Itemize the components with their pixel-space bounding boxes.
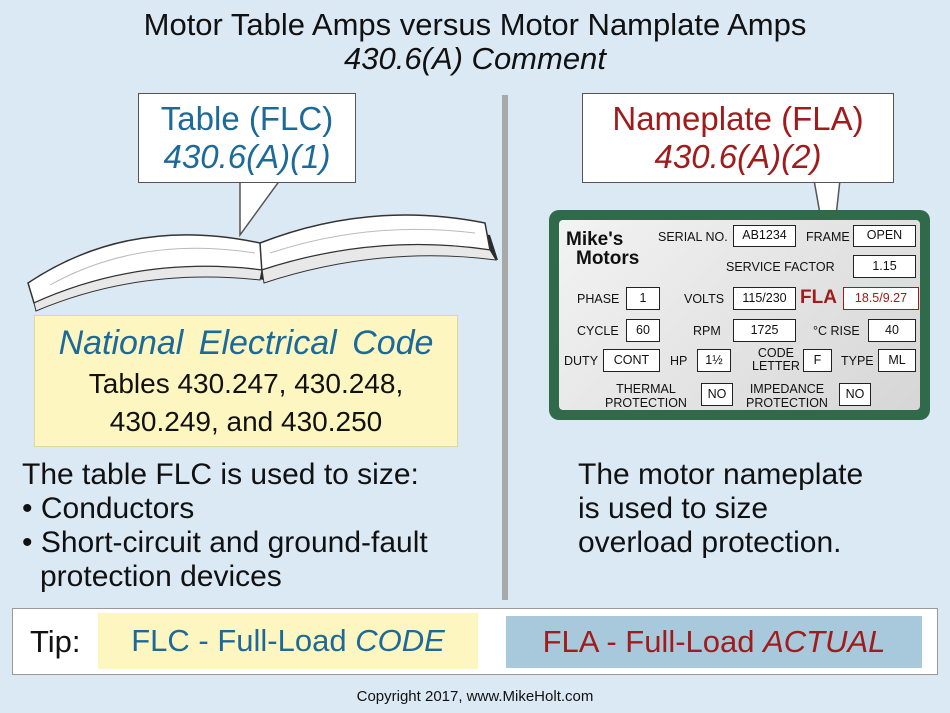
tip-label: Tip:: [30, 624, 81, 659]
title-line2: 430.6(A) Comment: [344, 41, 606, 76]
center-divider: [502, 95, 508, 600]
nec-heading: National Electrical Code: [58, 324, 434, 362]
open-book-icon: [27, 214, 498, 312]
left-callout-pointer: [239, 180, 281, 238]
type-value: ML: [878, 349, 916, 372]
impedance-label-line2: PROTECTION: [746, 396, 828, 410]
right-callout-ref: 430.6(A)(2): [654, 138, 822, 175]
left-bullet-short-circuit: • Short-circuit and ground-fault: [22, 526, 428, 559]
cycle-value: 60: [626, 319, 660, 342]
impedance-label-line1: IMPEDANCE: [749, 382, 825, 396]
rise-value: 40: [868, 319, 916, 342]
left-callout-title: Table (FLC): [160, 100, 334, 137]
left-callout-ref: 430.6(A)(1): [163, 138, 331, 175]
phase-label: PHASE: [577, 292, 620, 306]
right-text: The motor nameplate is used to size over…: [578, 458, 863, 560]
code-label-line2: LETTER: [752, 359, 800, 373]
tip-flc: FLC - Full-Load CODE: [98, 613, 478, 669]
service-factor-label: SERVICE FACTOR: [726, 260, 835, 274]
nameplate-plate: [559, 220, 920, 410]
hp-label: HP: [670, 354, 688, 368]
impedance-protection-value: NO: [839, 383, 871, 406]
tip-fla: FLA - Full-Load ACTUAL: [506, 616, 922, 668]
duty-label: DUTY: [564, 354, 599, 368]
left-bullet-short-circuit-cont: protection devices: [40, 560, 282, 593]
right-line1: The motor nameplate: [578, 458, 864, 491]
copyright: Copyright 2017, www.MikeHolt.com: [356, 688, 594, 705]
title-line1: Motor Table Amps versus Motor Namplate A…: [143, 7, 807, 42]
code-letter-label: CODE LETTER: [752, 347, 800, 373]
impedance-protection-label: IMPEDANCE PROTECTION: [746, 382, 828, 410]
right-callout: Nameplate (FLA) 430.6(A)(2): [582, 93, 894, 183]
duty-value: CONT: [603, 349, 660, 372]
thermal-label-line1: THERMAL: [616, 382, 676, 396]
volts-value: 115/230: [733, 287, 796, 310]
frame-value: OPEN: [853, 225, 916, 247]
volts-label: VOLTS: [684, 292, 725, 306]
thermal-protection-value: NO: [701, 383, 733, 406]
page-title: Motor Table Amps versus Motor Namplate A…: [0, 8, 950, 76]
tip-fla-prefix: FLA - Full-Load: [542, 624, 764, 659]
left-intro: The table FLC is used to size:: [22, 458, 419, 491]
tip-fla-emphasis: ACTUAL: [763, 624, 886, 659]
phase-value: 1: [626, 287, 660, 310]
nameplate-brand: Mike's Motors: [566, 230, 639, 268]
left-bullet-conductors: • Conductors: [22, 492, 195, 525]
serial-label: SERIAL NO.: [658, 230, 728, 244]
fla-value: 18.5/9.27: [843, 287, 919, 310]
nec-tables-line2: 430.249, and 430.250: [109, 406, 383, 437]
service-factor-value: 1.15: [853, 255, 916, 278]
fla-label: FLA: [800, 287, 837, 308]
right-line2: is used to size: [578, 492, 769, 525]
thermal-protection-label: THERMAL PROTECTION: [605, 382, 687, 410]
rise-label: °C RISE: [813, 324, 860, 338]
left-callout: Table (FLC) 430.6(A)(1): [138, 93, 356, 183]
code-label-line1: CODE: [757, 346, 795, 360]
right-line3: overload protection.: [578, 526, 842, 559]
rpm-value: 1725: [733, 319, 796, 342]
tip-flc-emphasis: CODE: [355, 623, 445, 658]
cycle-label: CYCLE: [577, 324, 619, 338]
hp-value: 1½: [697, 349, 731, 372]
code-letter-value: F: [803, 349, 832, 372]
left-text: The table FLC is used to size: • Conduct…: [22, 458, 428, 594]
nec-tables-line1: Tables 430.247, 430.248,: [88, 368, 404, 399]
brand-line2: Motors: [576, 248, 640, 269]
thermal-label-line2: PROTECTION: [605, 396, 687, 410]
type-label: TYPE: [841, 354, 874, 368]
brand-line1: Mike's: [566, 229, 624, 250]
rpm-label: RPM: [693, 324, 721, 338]
tip-flc-prefix: FLC - Full-Load: [131, 623, 356, 658]
serial-value: AB1234: [733, 225, 796, 247]
frame-label: FRAME: [806, 230, 850, 244]
right-callout-title: Nameplate (FLA): [612, 100, 864, 137]
nec-box: National Electrical Code Tables 430.247,…: [34, 315, 458, 447]
